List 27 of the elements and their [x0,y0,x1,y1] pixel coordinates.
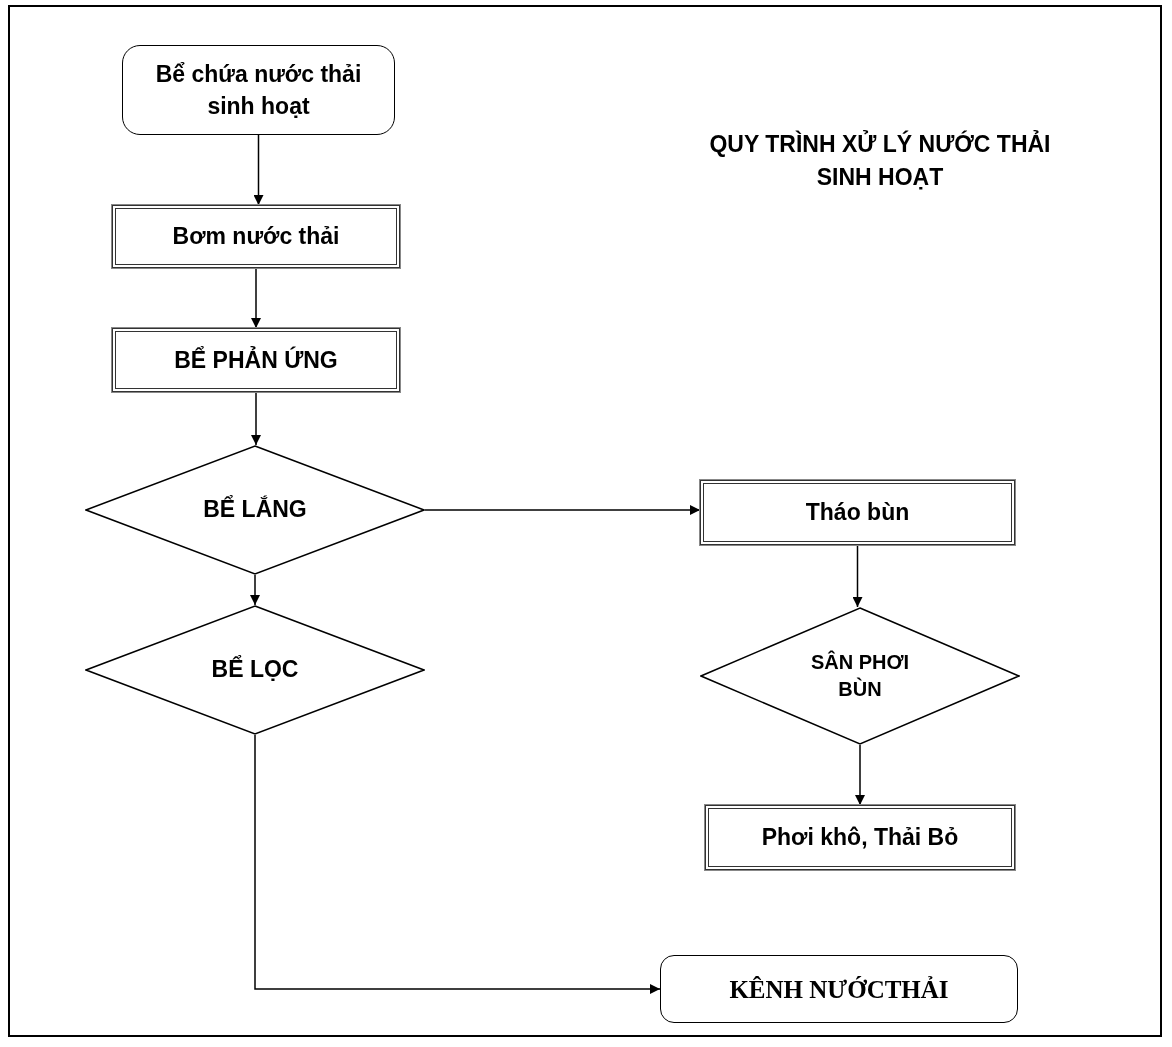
decision-diamond [85,445,425,575]
arrow [852,544,863,608]
decision-diamond [700,607,1020,745]
arrow [253,134,264,206]
arrow [251,391,261,446]
node-label: BỂ PHẢN ỨNG [174,345,338,375]
arrow [855,744,865,806]
arrow [250,574,260,606]
rounded-process-box [122,45,395,135]
arrow [424,505,701,515]
terminal-box [660,955,1018,1023]
node-label: Bơm nước thải [172,222,340,252]
process-box [705,805,1015,870]
node-label: BỂ LẮNG [203,494,307,525]
node-label: Tháo bùn [805,498,910,528]
arrow [254,734,661,994]
diagram-title: QUY TRÌNH XỬ LÝ NƯỚC THẢI SINH HOẠT [708,129,1052,193]
node-label: Phơi khô, Thải Bỏ [761,823,959,853]
process-box [112,328,400,392]
node-label: SÂN PHƠI BÙN [809,649,911,702]
node-label: KÊNH NƯỚCTHẢI [729,974,949,1005]
process-box [112,205,400,268]
arrow [251,267,261,329]
node-label: BỂ LỌC [211,654,299,685]
process-box [700,480,1015,545]
decision-diamond [85,605,425,735]
node-label: Bể chứa nước thải sinh hoạt [154,59,363,121]
